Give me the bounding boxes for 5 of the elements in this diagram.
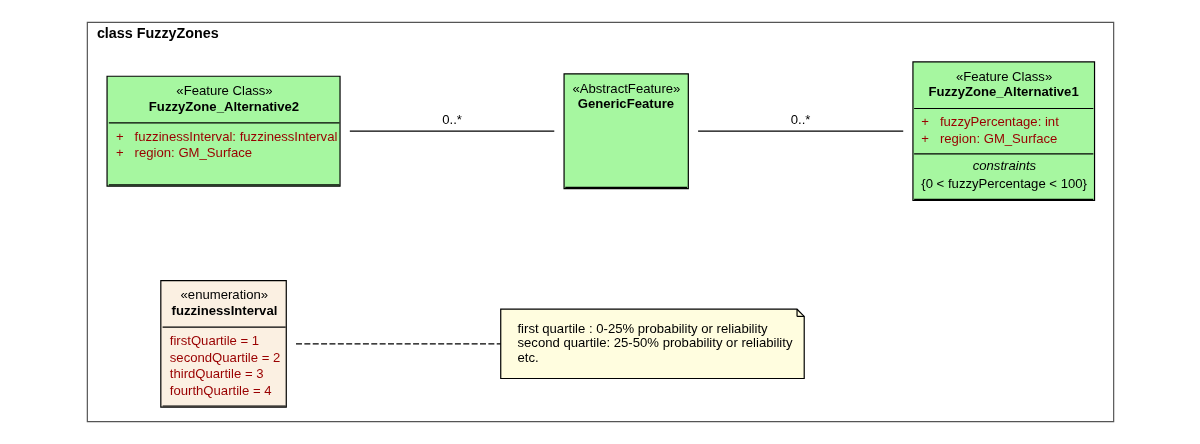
edge-label: 0..* <box>790 111 810 127</box>
connector <box>697 130 904 132</box>
connector <box>294 343 501 345</box>
connector <box>348 130 555 132</box>
edge-label: 0..* <box>441 111 462 127</box>
